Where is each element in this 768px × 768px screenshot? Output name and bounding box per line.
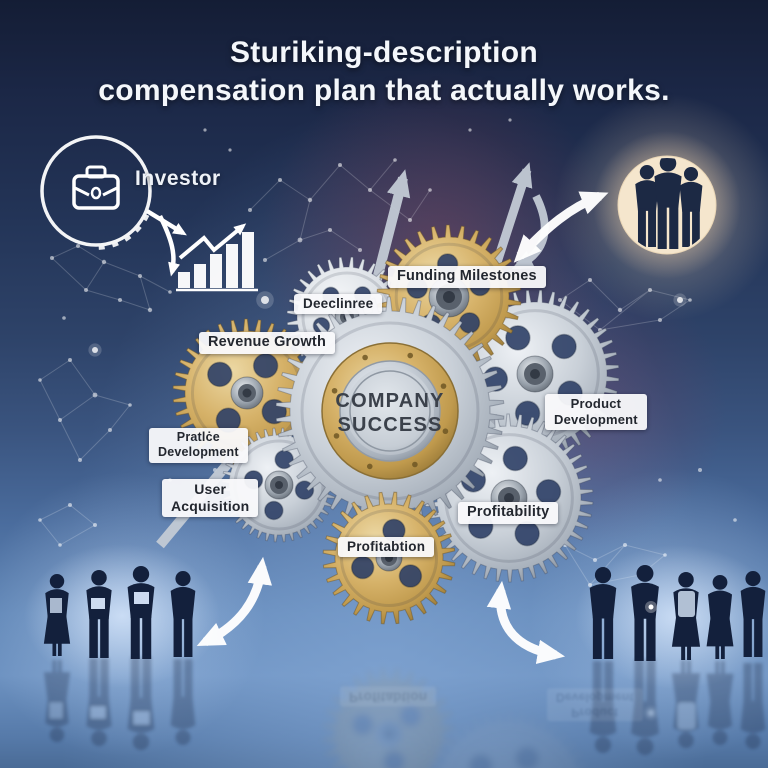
label-funding-milestones: Funding Milestones	[388, 266, 546, 288]
team-silhouettes-right	[589, 565, 766, 661]
reflection-label-profitabtion: Profitabtion	[340, 686, 437, 707]
company-success-text-line1: COMPANY	[335, 390, 444, 412]
investor-label: Investor	[135, 167, 221, 190]
title-line1: Sturiking-description	[230, 36, 538, 69]
page-title: Sturiking-description compensation plan …	[0, 34, 768, 110]
label-revenue-growth: Revenue Growth	[199, 332, 336, 354]
label-deeclinree: Deeclinree	[294, 294, 383, 315]
people-group-icon	[635, 158, 703, 249]
label-user-acquisition: User Acquisition	[162, 479, 259, 518]
curved-arrow-bottom-left	[196, 556, 273, 647]
title-line2: compensation plan that actually works.	[98, 74, 670, 108]
label-profitabtion: Profitabtion	[338, 537, 435, 558]
label-product-development: Product Development	[545, 394, 647, 430]
glow-left	[24, 544, 220, 688]
curved-arrow-bottom-right	[486, 580, 566, 664]
investor-circle	[40, 135, 152, 250]
label-profitability: Profitability	[458, 502, 559, 524]
profitabtion-gear	[322, 491, 456, 625]
team-silhouettes-left	[43, 566, 196, 659]
reflection-label-product: Product Development	[547, 688, 643, 722]
audience-circle	[593, 131, 741, 279]
company-success-text-line2: SUCCESS	[337, 414, 442, 436]
bar-chart-icon	[176, 223, 258, 292]
label-pratlce-development: Pratlċe Development	[149, 428, 248, 463]
briefcase-icon	[72, 165, 120, 210]
investor-arrows	[145, 209, 187, 277]
curved-exchange-arrow-top	[513, 191, 609, 263]
company-success-gear	[321, 342, 459, 480]
